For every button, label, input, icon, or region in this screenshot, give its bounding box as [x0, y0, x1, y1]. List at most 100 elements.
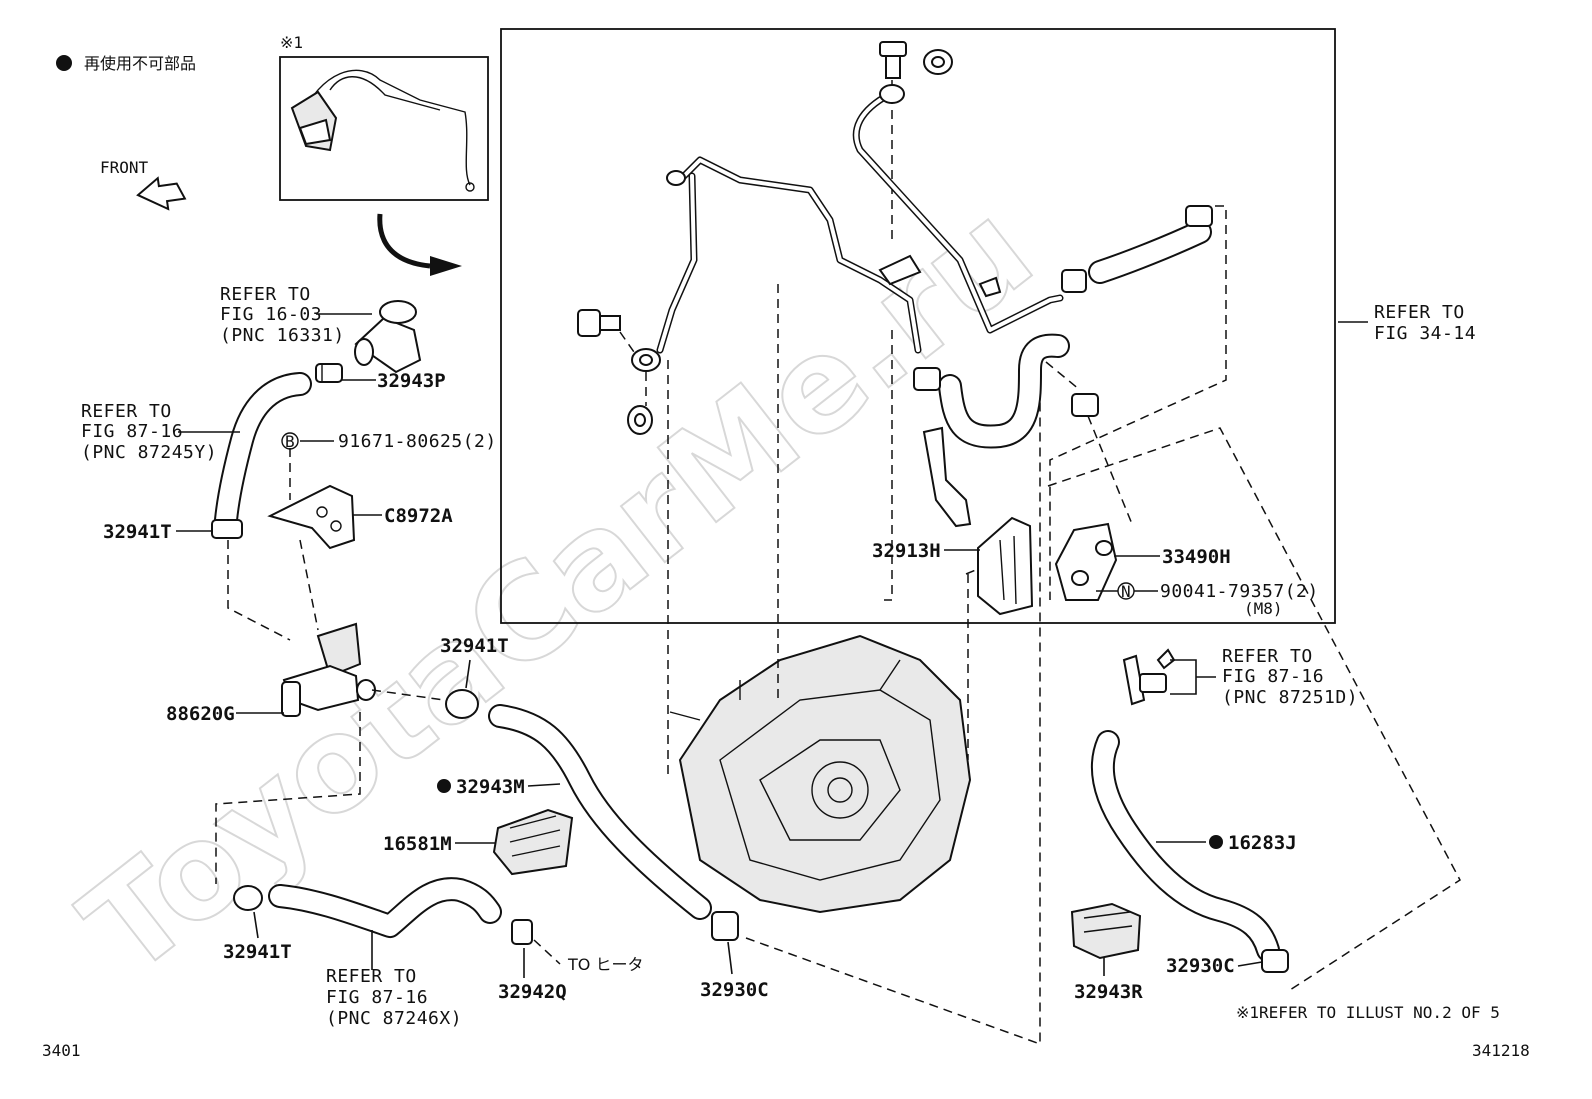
refer-4-line3: (PNC 87251D): [1222, 687, 1358, 708]
grommet-icon: [923, 49, 953, 75]
dash-d: [215, 712, 361, 884]
hose-clamp-icon: [511, 919, 533, 945]
label-32930C-a: 32930C: [700, 979, 769, 1001]
label-32930C-b: 32930C: [1166, 955, 1235, 977]
plate-32913h-icon: [977, 516, 1034, 616]
label-16581M: 16581M: [383, 833, 452, 855]
legend-text: 再使用不可部品: [84, 54, 196, 73]
dash-trans: [667, 284, 969, 780]
bracket-c8972a-icon: [267, 484, 356, 550]
label-32942Q: 32942Q: [498, 981, 567, 1003]
front-arrow-icon: [136, 176, 187, 211]
dash-b: [289, 448, 319, 631]
mark-n: N: [1121, 582, 1131, 601]
to-heater-label: TO ヒータ: [567, 955, 643, 974]
dash-heater: [533, 939, 561, 965]
leader-32930C-a: [727, 941, 733, 975]
hose-clamp-icon: [913, 367, 941, 391]
dash-eyelet: [619, 331, 647, 406]
dash-right: [1049, 205, 1227, 600]
label-32941T-a: 32941T: [103, 521, 172, 543]
refer-2-line1: REFER TO: [81, 401, 172, 422]
hose-clamp-icon: [233, 885, 263, 911]
hose-clamp-icon: [211, 519, 243, 539]
dash-right-lower: [1047, 427, 1461, 991]
refer-3-line1: REFER TO: [1374, 302, 1465, 323]
label-90041-sub: (M8): [1244, 599, 1283, 618]
dash-a: [227, 540, 291, 641]
transaxle-icon: [669, 634, 972, 914]
hose-clamp-icon: [711, 911, 739, 941]
label-33490H: 33490H: [1162, 546, 1231, 568]
refer-3-line2: FIG 34-14: [1374, 323, 1476, 344]
front-label: FRONT: [100, 158, 149, 177]
refer-5-line1: REFER TO: [326, 966, 417, 987]
leader-32930C-b: [1237, 961, 1263, 967]
label-90041: 90041-79357(2): [1160, 581, 1319, 602]
hose-clamp-icon: [1061, 269, 1087, 293]
pipe-bracket-icon: [878, 254, 922, 286]
cover-16581m-icon: [492, 808, 574, 876]
inset-arrow: [377, 213, 431, 269]
hose-clamp-icon: [1185, 205, 1213, 227]
refer-1-line2: FIG 16-03: [220, 304, 322, 325]
refer-5-line2: FIG 87-16: [326, 987, 428, 1008]
refer-2-line2: FIG 87-16: [81, 421, 183, 442]
refer-2-line3: (PNC 87245Y): [81, 442, 217, 463]
wire-harness-icon: [290, 69, 475, 192]
dash-bolt: [884, 80, 893, 601]
dash-s-bend: [1045, 361, 1133, 525]
clamp-32943r-icon: [1070, 902, 1142, 960]
hose-clamp-icon: [1261, 949, 1289, 973]
non-reusable-bullet-icon: [437, 779, 451, 793]
bolt-icon: [879, 41, 907, 79]
bleeder-icon: [1122, 648, 1176, 706]
water-outlet-icon: [354, 300, 422, 374]
label-88620G: 88620G: [166, 703, 235, 725]
leader-32941T-c: [253, 911, 259, 939]
eyelet-icon: [631, 348, 661, 372]
refer-1-line1: REFER TO: [220, 284, 311, 305]
water-valve-88620g-icon: [281, 622, 376, 717]
label-C8972A: C8972A: [384, 505, 453, 527]
refer-4-line2: FIG 87-16: [1222, 666, 1324, 687]
union-bolt-icon: [577, 309, 621, 337]
bracket-33490h-icon: [1054, 522, 1118, 601]
non-reusable-bullet-icon: [56, 55, 72, 71]
inset-arrow-head: [430, 256, 462, 276]
inset-note-mark: ※1: [280, 33, 303, 52]
pipe-left-drop: [656, 172, 698, 354]
page-left-code: 3401: [42, 1041, 81, 1060]
label-32913H: 32913H: [872, 540, 941, 562]
label-91671: 91671-80625(2): [338, 431, 497, 452]
label-32941T-c: 32941T: [223, 941, 292, 963]
refer-4-bracket: [1170, 659, 1197, 695]
inset-box: [279, 56, 489, 201]
refer-5-line3: (PNC 87246X): [326, 1008, 462, 1029]
bracket-icon: [922, 426, 972, 528]
mark-b: B: [285, 432, 295, 451]
hose-clamp-icon: [445, 689, 479, 719]
dash-c: [371, 689, 445, 701]
leader-32943M: [527, 783, 561, 787]
refer-1-line3: (PNC 16331): [220, 325, 345, 346]
footnote: ※1REFER TO ILLUST NO.2 OF 5: [1236, 1003, 1500, 1022]
hose-clamp-icon: [1071, 393, 1099, 417]
label-32943P: 32943P: [377, 370, 446, 392]
refer-4-line1: REFER TO: [1222, 646, 1313, 667]
non-reusable-bullet-icon: [1209, 835, 1223, 849]
label-32941T-b: 32941T: [440, 635, 509, 657]
gasket-icon: [627, 405, 653, 435]
label-32943R: 32943R: [1074, 981, 1143, 1003]
pipe-bracket-icon: [978, 276, 1002, 298]
leader-32941T-b: [465, 659, 471, 689]
label-32943M: 32943M: [456, 776, 525, 798]
main-detail-box: [500, 28, 1336, 624]
hose-clamp-icon: [315, 363, 343, 383]
label-16283J: 16283J: [1228, 832, 1297, 854]
eyelet-icon: [879, 84, 905, 104]
eyelet-icon: [666, 170, 686, 186]
page-right-code: 341218: [1472, 1041, 1530, 1060]
